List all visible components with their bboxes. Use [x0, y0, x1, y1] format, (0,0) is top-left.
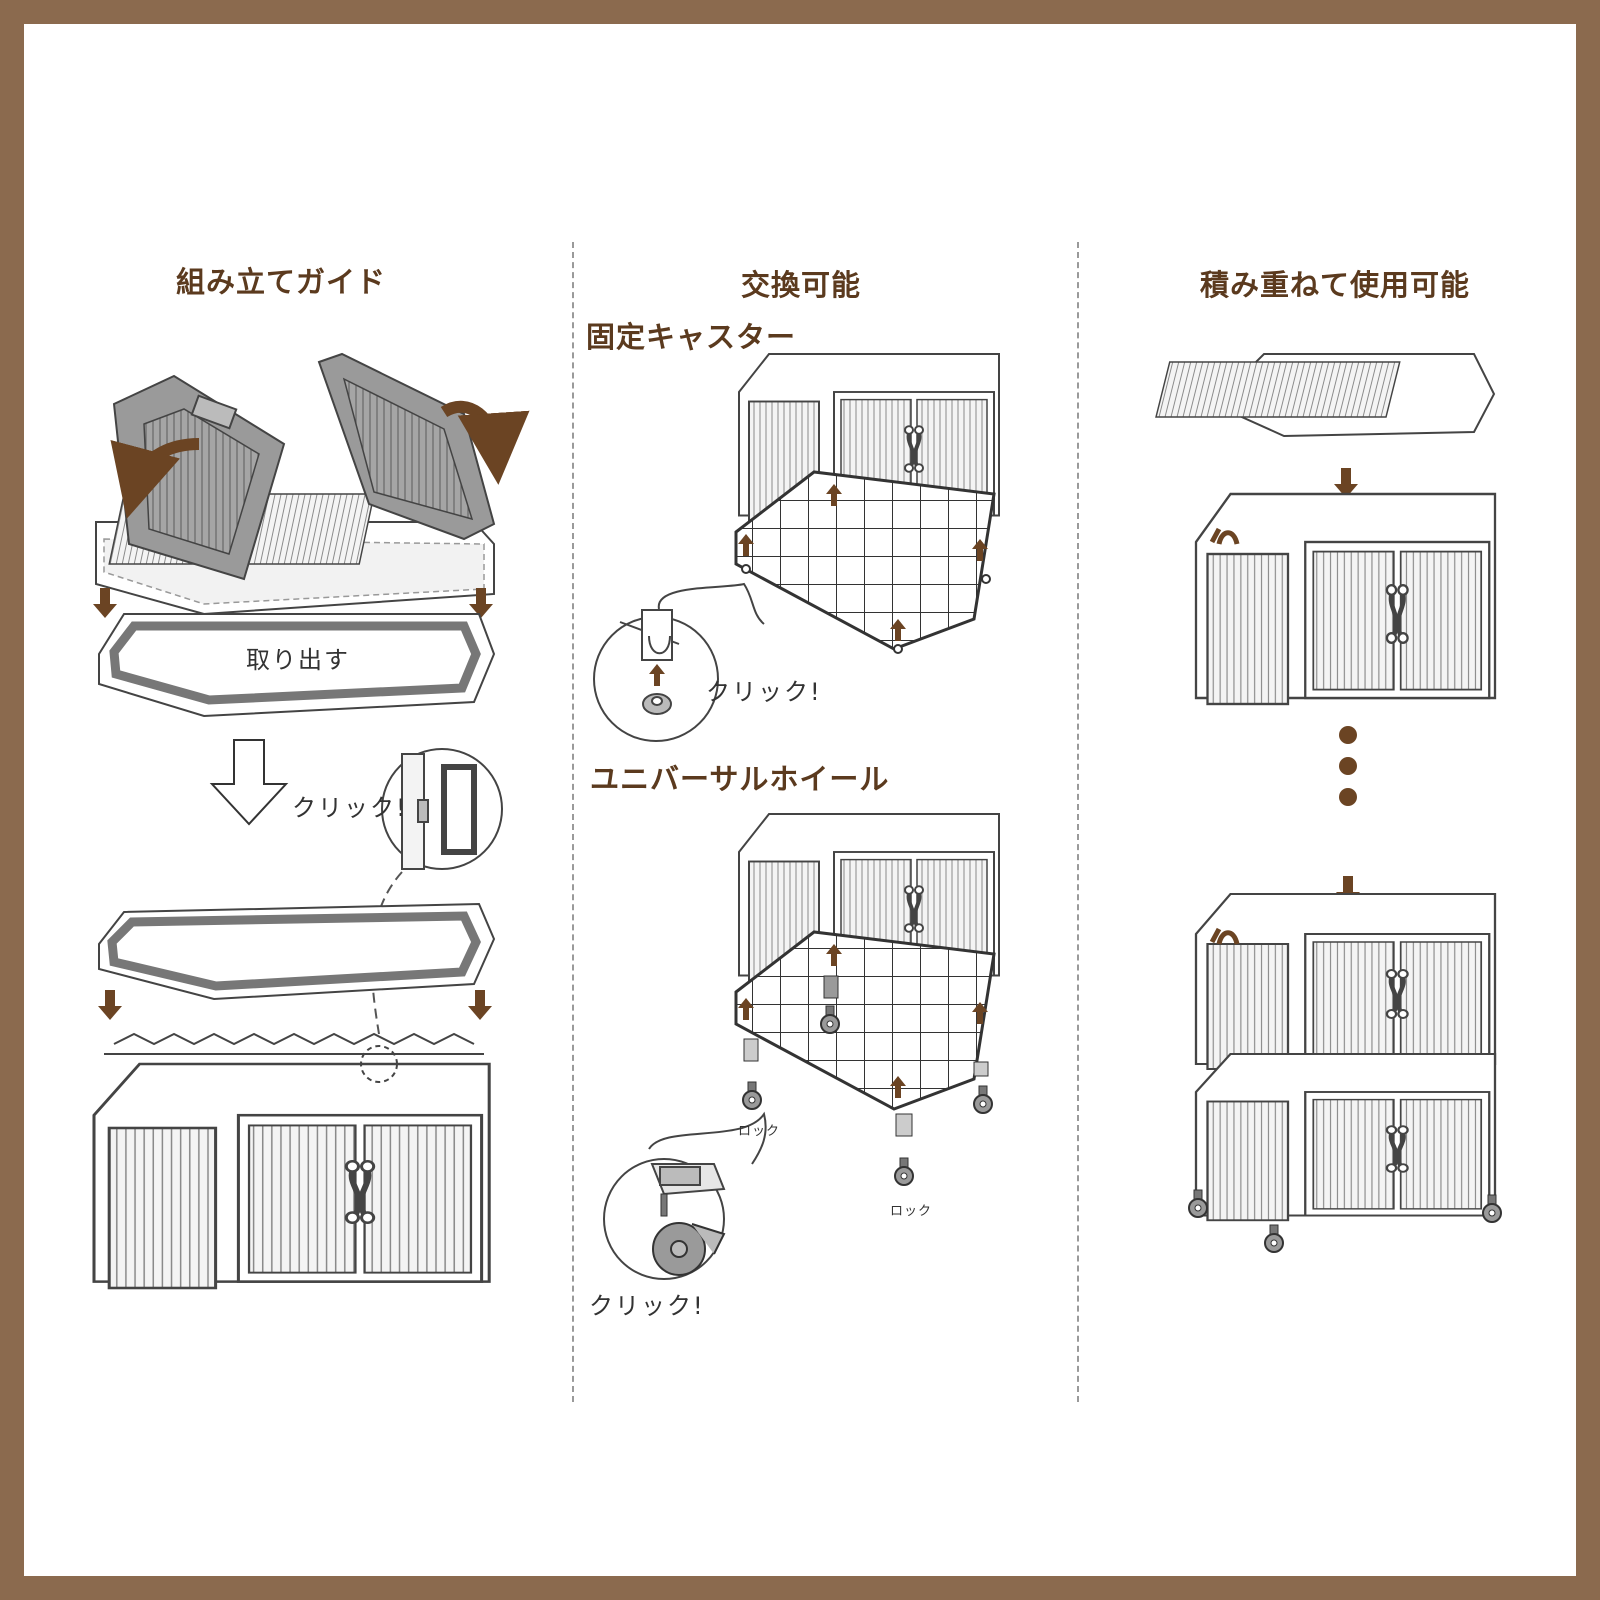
lock-label-left: ロック [738, 1124, 781, 1139]
universal-wheel-illustration [603, 812, 1001, 1280]
assembly-step1-illustration [93, 352, 530, 718]
assembly-big-down-arrow [209, 739, 289, 826]
assembly-click-zoom [370, 748, 503, 1035]
universal-wheel-title: ユニバーサルホイール [590, 762, 890, 796]
fixed-caster-title: 固定キャスター [586, 320, 797, 354]
column-divider-left [572, 242, 574, 1402]
stackable-title: 積み重ねて使用可能 [1200, 268, 1471, 302]
universal-wheel-click-label: クリック! [589, 1292, 705, 1320]
lock-label-right: ロック [890, 1204, 933, 1219]
replaceable-title: 交換可能 [741, 268, 862, 302]
assembly-click-label: クリック! [292, 794, 408, 822]
fixed-caster-illustration [593, 352, 1001, 742]
column-divider-right [1077, 242, 1079, 1402]
assembly-step2-illustration [94, 902, 496, 1288]
assembly-guide-title: 組み立てガイド [176, 265, 387, 299]
page-frame: 組み立てガイド 取り出す クリック! 交換可能 固定キャスター クリック! ユニ… [24, 24, 1576, 1576]
stack-illustration [1155, 353, 1502, 1253]
illustrations [24, 352, 1502, 1576]
fixed-caster-click-label: クリック! [706, 678, 822, 706]
remove-label: 取り出す [246, 646, 350, 674]
